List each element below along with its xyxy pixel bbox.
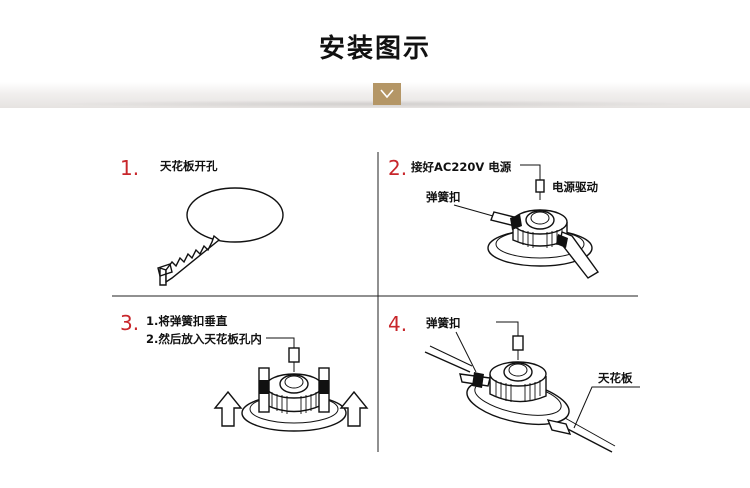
callout-ceiling: 天花板 (598, 371, 633, 385)
chevron-down-icon (373, 83, 401, 105)
callout-spring: 弹簧扣 (426, 190, 461, 204)
driver-box (535, 179, 545, 193)
callout-driver: 电源驱动 (552, 180, 598, 194)
ceiling-hole (186, 187, 284, 243)
step-number: 1. (120, 156, 139, 180)
driver-box (288, 347, 300, 363)
saw-icon (157, 234, 221, 286)
step-1: 1. 天花板开孔 (120, 156, 284, 286)
up-arrow-icon (339, 390, 369, 427)
step-3: 3. 1.将弹簧扣垂直 2.然后放入天花板孔内 (120, 311, 369, 432)
step-label-line-1: 1.将弹簧扣垂直 (146, 314, 228, 328)
step-label: 接好AC220V 电源 (411, 160, 512, 174)
step-number: 2. (388, 156, 407, 180)
downlight-icon (459, 361, 572, 435)
step-label-line-2: 2.然后放入天花板孔内 (146, 332, 262, 346)
driver-box (512, 335, 524, 351)
step-label: 天花板开孔 (160, 159, 218, 173)
up-arrow-icon (213, 390, 243, 427)
downlight-icon (241, 367, 347, 432)
downlight-icon (487, 209, 600, 279)
step-2: 2. 接好AC220V 电源 电源驱动 弹簧扣 (388, 156, 600, 279)
callout-spring: 弹簧扣 (426, 316, 461, 330)
step-4: 4. 弹簧扣 天花板 (388, 312, 640, 453)
step-number: 4. (388, 312, 407, 336)
step-number: 3. (120, 311, 139, 335)
page-title: 安装图示 (318, 34, 431, 64)
